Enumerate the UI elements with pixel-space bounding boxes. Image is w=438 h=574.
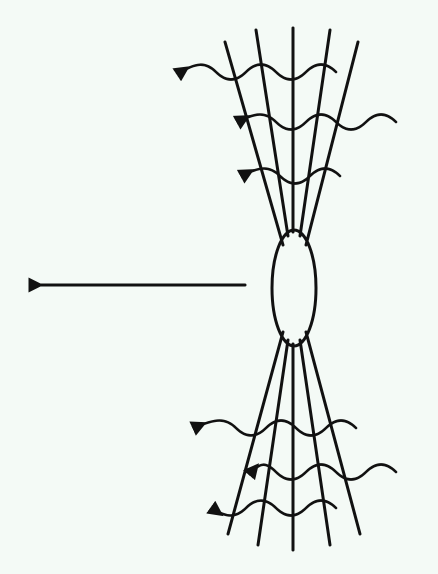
lower-field-lines [228,332,360,550]
wavy-arrow [178,65,336,80]
central-body-ellipse [272,230,316,346]
upper-field-lines [225,28,358,245]
lower-wavy-arrows [194,421,396,516]
upper-wavy-arrows [178,65,396,184]
wavy-arrow [250,465,396,480]
wavy-arrow [212,501,336,516]
